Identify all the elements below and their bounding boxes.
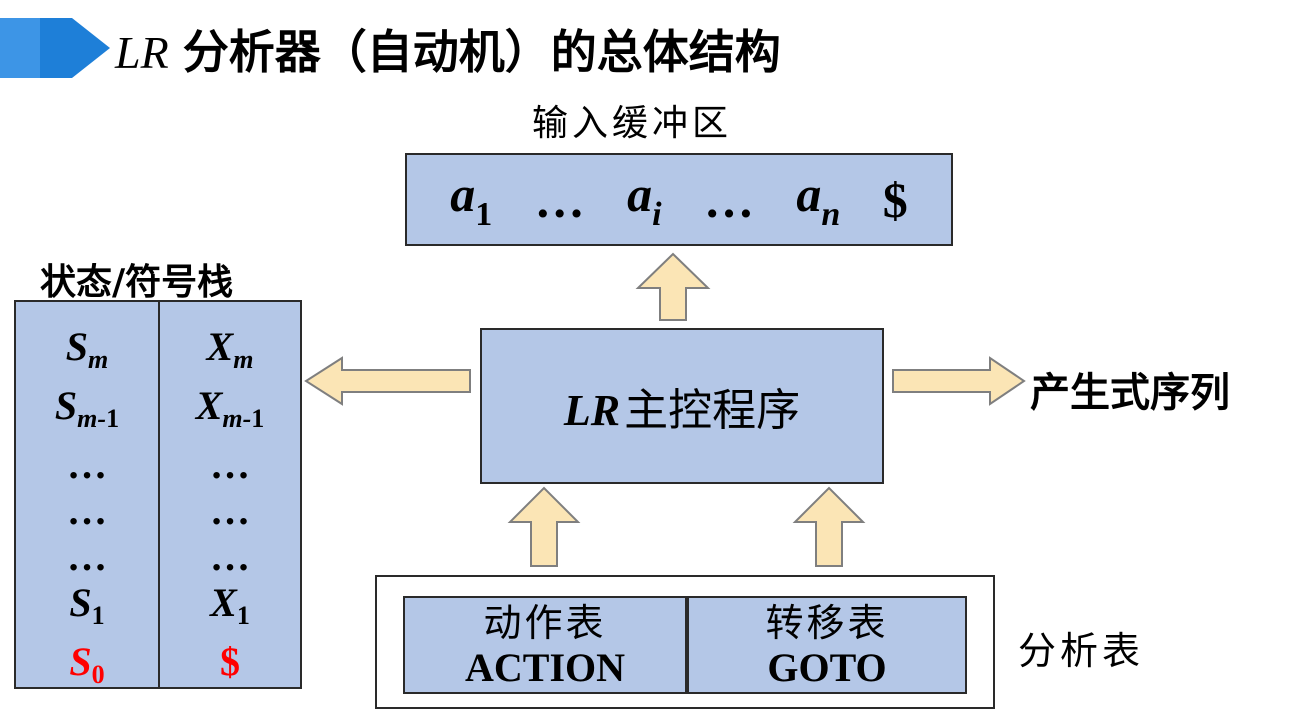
state-entry-base: S (65, 324, 88, 369)
stack-label: 状态/符号栈 (40, 262, 234, 303)
input-symbol: a1 (450, 165, 492, 234)
symbol-entry-sub: m (233, 345, 254, 374)
arrow-up-from-action-icon (507, 486, 581, 567)
state-entry-sub: m (88, 345, 109, 374)
state-entry: … (67, 488, 107, 533)
input-symbol: … (703, 171, 754, 228)
input-symbol-base: a (627, 166, 653, 222)
symbol-entry-sub: 1 (236, 601, 250, 630)
input-buffer: a1…ai…an$ (405, 153, 953, 246)
input-symbols: a1…ai…an$ (407, 155, 951, 244)
state-entry: Sm (66, 324, 108, 383)
symbol-entry-base: X (206, 324, 234, 369)
state-entry: … (67, 442, 107, 487)
symbol-entry-base: X (195, 383, 223, 428)
symbol-entry-base: X (210, 580, 237, 625)
main-program-box: LR主控程序 (480, 328, 884, 484)
symbol-entry: X1 (210, 580, 250, 639)
page-title: LR 分析器（自动机）的总体结构 (115, 22, 781, 83)
state-entry: … (67, 534, 107, 579)
symbol-entry: Xm-1 (196, 383, 265, 442)
symbol-entry: Xm (207, 324, 254, 383)
input-symbol-base: a (450, 166, 476, 222)
action-table: 动作表 ACTION (403, 596, 687, 694)
state-entry-base: S (69, 639, 92, 684)
state-entry-sub: 1 (91, 601, 105, 630)
state-entry-base: S (54, 383, 78, 428)
action-table-cn: 动作表 (483, 601, 607, 645)
goto-table-cn: 转移表 (765, 601, 889, 645)
title-prefix: LR (115, 27, 169, 78)
arrow-left-to-stack-icon (304, 356, 471, 406)
state-entry-sub: 0 (91, 660, 105, 689)
symbol-entry: … (210, 488, 250, 533)
main-program-label: LR主控程序 (564, 374, 800, 438)
input-buffer-label: 输入缓冲区 (532, 103, 733, 144)
input-symbol-sub: i (652, 196, 662, 233)
title-banner-icon (0, 18, 110, 78)
state-entry: S0 (69, 639, 104, 698)
title-text: 分析器（自动机）的总体结构 (182, 25, 781, 79)
input-symbol-base: a (796, 166, 822, 222)
main-program-prefix: LR (563, 386, 621, 435)
symbol-entry: … (210, 442, 250, 487)
input-symbol: ai (627, 165, 661, 234)
state-entry: Sm-1 (55, 383, 119, 442)
main-program-text: 主控程序 (624, 385, 801, 436)
state-entry-sub: m-1 (77, 404, 120, 433)
goto-table: 转移表 GOTO (687, 596, 967, 694)
input-symbol-sub: 1 (475, 196, 493, 233)
state-entry: S1 (69, 580, 104, 639)
symbol-entry-sub: m-1 (222, 404, 265, 433)
symbol-entry: $ (220, 639, 240, 684)
symbol-entry: … (210, 534, 250, 579)
input-symbol: … (534, 171, 585, 228)
arrow-up-to-input-icon (635, 252, 711, 321)
action-table-en: ACTION (464, 645, 626, 690)
goto-table-en: GOTO (767, 645, 887, 690)
input-symbol: an (796, 165, 840, 234)
input-symbol: $ (882, 171, 908, 228)
parse-table-label: 分析表 (1018, 629, 1145, 673)
output-label: 产生式序列 (1030, 370, 1230, 416)
state-entry-base: S (69, 580, 92, 625)
arrow-up-from-goto-icon (792, 486, 866, 567)
input-symbol-sub: n (821, 196, 841, 233)
arrow-right-to-output-icon (892, 356, 1026, 406)
